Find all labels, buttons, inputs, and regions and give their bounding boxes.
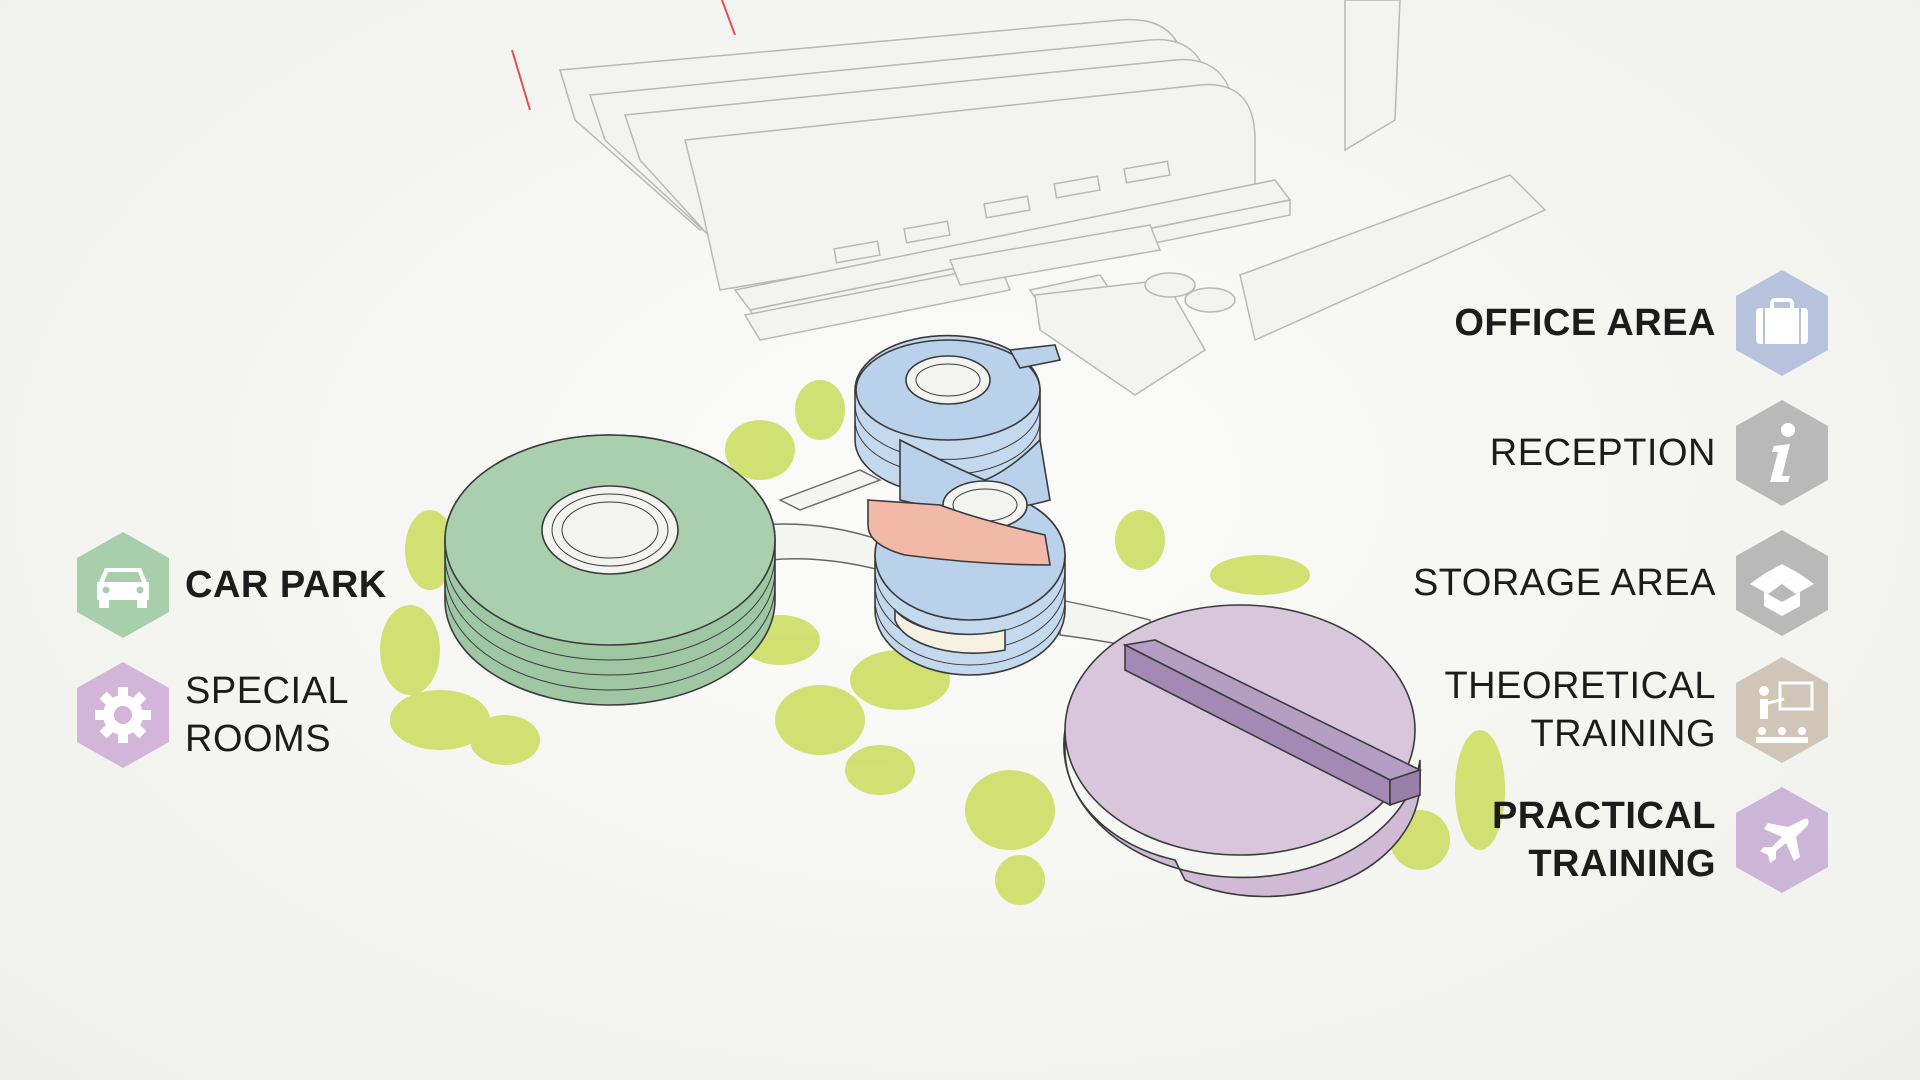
legend-label: CAR PARK bbox=[185, 564, 387, 606]
hangar-building bbox=[559, 0, 1547, 396]
airplane-icon bbox=[1734, 785, 1830, 895]
legend-storage-area: STORAGE AREA bbox=[1413, 528, 1830, 638]
car-icon bbox=[75, 530, 171, 640]
briefcase-icon bbox=[1734, 268, 1830, 378]
box-icon bbox=[1734, 528, 1830, 638]
car-park-building bbox=[444, 434, 776, 706]
gear-icon bbox=[75, 660, 171, 770]
info-icon bbox=[1734, 398, 1830, 508]
legend-label: RECEPTION bbox=[1489, 432, 1716, 474]
red-marks bbox=[511, 0, 736, 111]
office-building bbox=[854, 334, 1066, 676]
legend-office-area: OFFICE AREA bbox=[1454, 268, 1830, 378]
presenter-icon bbox=[1734, 655, 1830, 765]
legend-label: STORAGE AREA bbox=[1412, 562, 1716, 604]
legend-label: OFFICE AREA bbox=[1454, 302, 1716, 344]
practical-training-building bbox=[1063, 604, 1423, 898]
legend-reception: RECEPTION bbox=[1490, 398, 1830, 508]
legend-car-park: CAR PARK bbox=[75, 530, 387, 640]
